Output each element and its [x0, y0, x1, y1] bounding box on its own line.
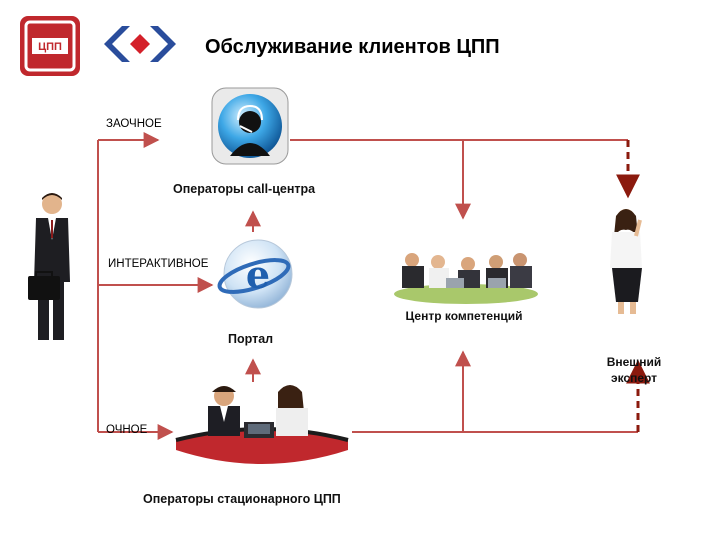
- portal-caption: Портал: [228, 332, 274, 346]
- brand-mark-icon: [100, 22, 180, 66]
- svg-text:e: e: [246, 252, 270, 297]
- channel-in-person-label: ОЧНОЕ: [106, 424, 148, 436]
- external-expert-caption: Внешний эксперт: [606, 355, 662, 385]
- call-center-caption: Операторы call-центра: [173, 182, 316, 196]
- office-operators-desk-icon: [172, 378, 352, 478]
- office-operators-caption: Операторы стационарного ЦПП: [143, 492, 341, 506]
- businessman-figure-icon: [22, 190, 80, 350]
- meeting-group-icon: [392, 244, 540, 306]
- external-expert-figure-icon: [600, 206, 656, 316]
- channel-remote-label: ЗАОЧНОЕ: [106, 118, 162, 130]
- competence-center-caption: Центр компетенций: [405, 309, 523, 323]
- cpp-logo: ЦПП: [18, 14, 82, 78]
- logo-text: ЦПП: [38, 41, 62, 53]
- page-title: Обслуживание клиентов ЦПП: [205, 36, 500, 58]
- browser-globe-icon: e: [214, 236, 294, 312]
- channel-interactive-label: ИНТЕРАКТИВНОЕ: [108, 258, 209, 270]
- headset-operator-icon: [210, 86, 290, 166]
